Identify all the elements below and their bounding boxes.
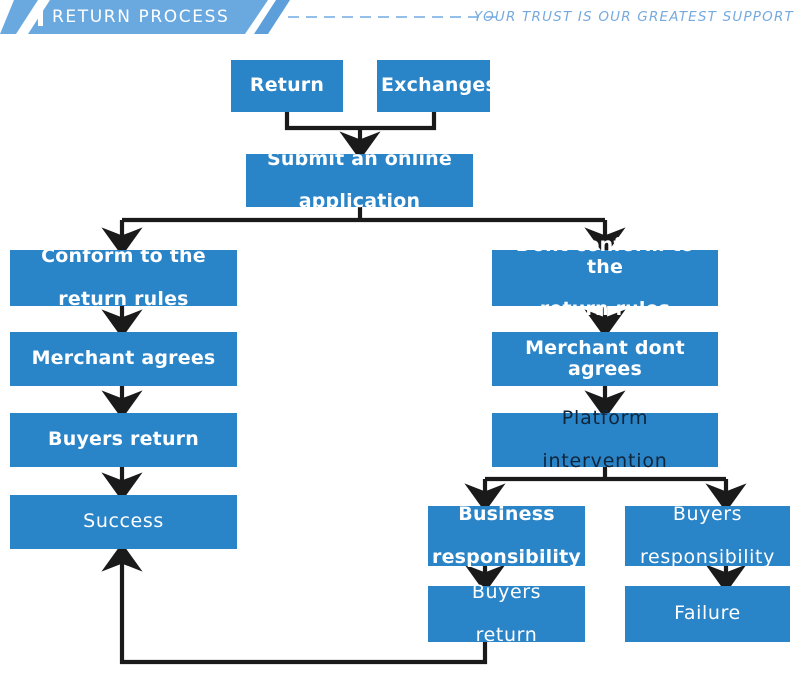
edge-feedback-loop-to-success [101,543,488,665]
node-buyers-return-right[interactable]: Buyers return [428,581,585,645]
node-return[interactable]: Return [231,60,343,112]
node-submit-application[interactable]: Submit an online application [246,148,473,212]
node-submit-label: Submit an online application [250,147,469,213]
node-buyers-return-left-label: Buyers return [48,428,199,451]
node-success[interactable]: Success [10,495,237,549]
node-business-line2: responsibility [432,545,581,568]
node-dont-conform-to-return-rules[interactable]: Dont conform to the return rules [492,235,718,320]
node-business-line1: Business [458,503,555,526]
node-exchanges[interactable]: Exchanges [377,60,497,112]
node-conform-label: Conform to the return rules [14,245,233,310]
node-buyers-return-left[interactable]: Buyers return [10,413,237,467]
node-exchanges-label: Exchanges [381,74,497,97]
node-conform-to-return-rules[interactable]: Conform to the return rules [10,245,237,309]
node-business-responsibility[interactable]: Business responsibility [428,503,585,568]
header-stripe-icon [16,0,50,34]
node-dont-conform-line2: return rules [539,298,671,321]
page-title: RETURN PROCESS [52,7,230,27]
node-buyers-resp-line2: responsibility [640,545,775,568]
node-platform-line2: intervention [542,449,668,472]
node-platform-line1: Platform [561,407,649,430]
header-parallelogram [0,0,268,34]
node-failure[interactable]: Failure [625,586,790,642]
node-submit-line1: Submit an online [267,147,452,170]
node-buyers-resp-line1: Buyers [672,503,743,526]
node-business-label: Business responsibility [432,503,581,568]
node-submit-line2: application [298,190,421,213]
header-decoration [0,0,500,34]
node-buyers-responsibility[interactable]: Buyers responsibility [625,503,790,568]
node-merchant-dont-agrees[interactable]: Merchant dont agrees [492,332,718,386]
node-success-label: Success [83,510,164,533]
header-sliver-icon [254,0,290,34]
node-buyers-return2-line1: Buyers [471,581,542,604]
node-buyers-return-right-label: Buyers return [432,581,581,646]
node-merchant-agrees-label: Merchant agrees [31,347,216,370]
node-platform-label: Platform intervention [496,407,714,472]
node-dont-conform-line1: Dont conform to the [515,234,695,278]
node-return-label: Return [249,74,325,97]
node-merchant-agrees[interactable]: Merchant agrees [10,332,237,386]
header-tagline: YOUR TRUST IS OUR GREATEST SUPPORT [473,9,794,25]
node-platform-intervention[interactable]: Platform intervention [492,407,718,471]
node-dont-conform-label: Dont conform to the return rules [496,235,714,320]
node-failure-label: Failure [674,602,741,625]
vertical-bar-icon [38,11,43,26]
node-conform-line2: return rules [58,287,189,310]
node-buyers-return2-line2: return [475,623,538,646]
header-banner: RETURN PROCESS YOUR TRUST IS OUR GREATES… [0,0,800,40]
node-merchant-dont-agrees-label: Merchant dont agrees [525,336,685,380]
node-buyers-resp-label: Buyers responsibility [629,503,786,568]
node-conform-line1: Conform to the [41,245,206,268]
edge-return-exchanges-join [284,112,437,131]
